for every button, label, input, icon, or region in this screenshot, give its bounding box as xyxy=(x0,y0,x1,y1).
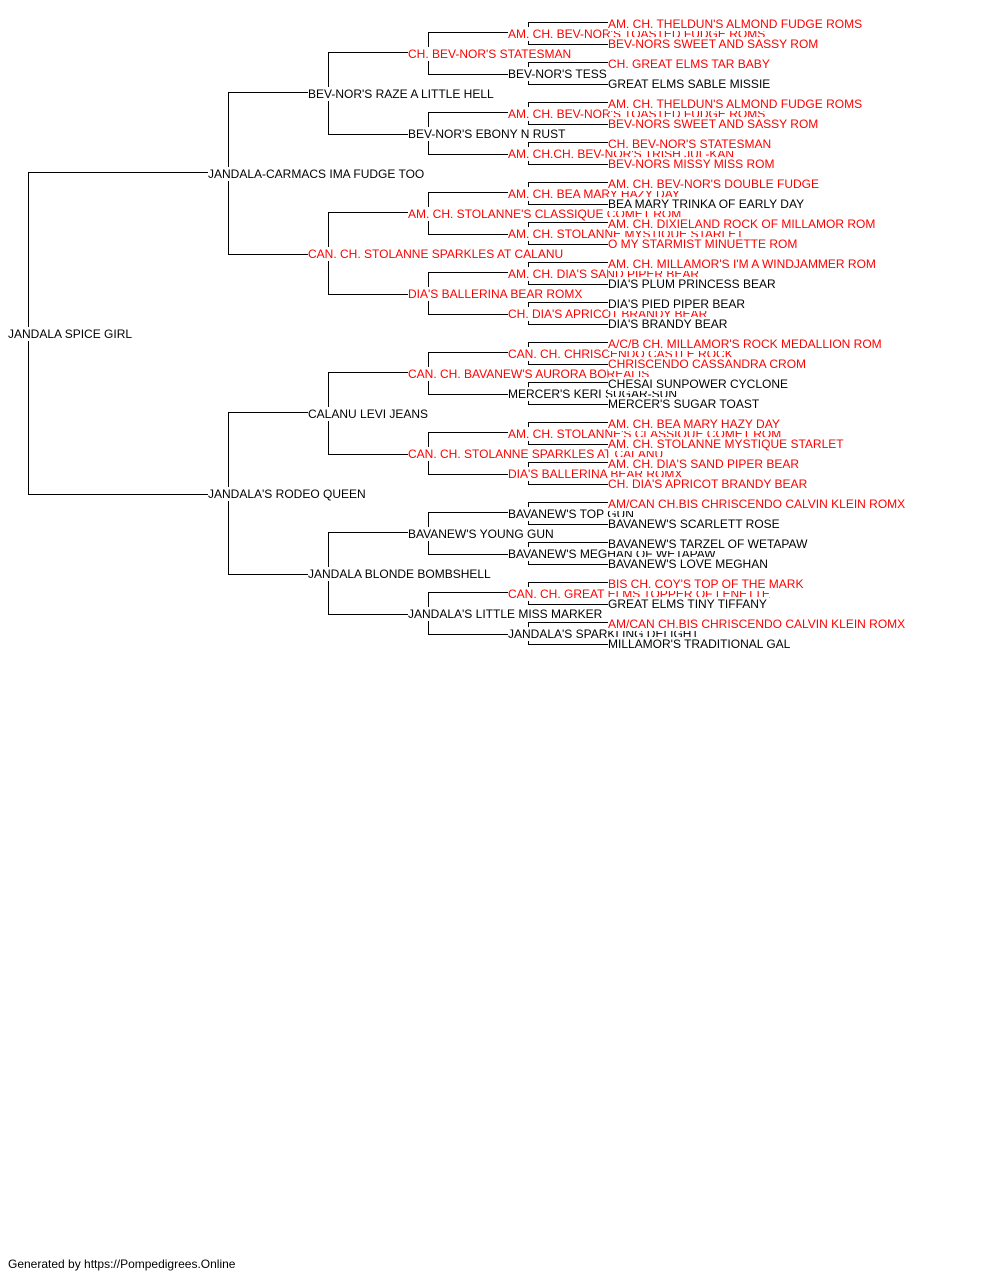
ancestor-name: BEA MARY TRINKA OF EARLY DAY xyxy=(608,197,807,211)
ancestor-name: GREAT ELMS TINY TIFFANY xyxy=(608,597,769,611)
ancestor-name: CALANU LEVI JEANS xyxy=(308,407,431,421)
ancestor-name: CAN. CH. STOLANNE SPARKLES AT CALANU xyxy=(408,447,666,461)
ancestor-name: MERCER'S SUGAR TOAST xyxy=(608,397,762,411)
ancestor-name: DIA'S BRANDY BEAR xyxy=(608,317,730,331)
ancestor-name: AM. CH. THELDUN'S ALMOND FUDGE ROMS xyxy=(608,97,865,111)
ancestor-name: BEV-NORS SWEET AND SASSY ROM xyxy=(608,117,821,131)
ancestor-name: JANDALA BLONDE BOMBSHELL xyxy=(308,567,493,581)
subject-dog-name: JANDALA SPICE GIRL xyxy=(8,327,135,341)
ancestor-name: BAVANEW'S SCARLETT ROSE xyxy=(608,517,782,531)
ancestor-name: BEV-NORS MISSY MISS ROM xyxy=(608,157,777,171)
ancestor-name: BEV-NOR'S EBONY N RUST xyxy=(408,127,568,141)
ancestor-name: BAVANEW'S TARZEL OF WETAPAW xyxy=(608,537,810,551)
footer-credit: Generated by https://Pompedigrees.Online xyxy=(8,1257,236,1271)
ancestor-name: AM/CAN CH.BIS CHRISCENDO CALVIN KLEIN RO… xyxy=(608,497,908,511)
ancestor-name: AM. CH. DIXIELAND ROCK OF MILLAMOR ROM xyxy=(608,217,878,231)
ancestor-name: DIA'S PIED PIPER BEAR xyxy=(608,297,747,311)
ancestor-name: CAN. CH. STOLANNE SPARKLES AT CALANU xyxy=(308,247,566,261)
ancestor-name: A/C/B CH. MILLAMOR'S ROCK MEDALLION ROM xyxy=(608,337,884,351)
ancestor-name: AM. CH. MILLAMOR'S I'M A WINDJAMMER ROM xyxy=(608,257,878,271)
ancestor-name: CH. BEV-NOR'S STATESMAN xyxy=(608,137,774,151)
ancestor-name: GREAT ELMS SABLE MISSIE xyxy=(608,77,773,91)
ancestor-name: CH. BEV-NOR'S STATESMAN xyxy=(408,47,574,61)
ancestor-name: CAN. CH. BAVANEW'S AURORA BOREALIS xyxy=(408,367,652,381)
ancestor-name: AM. CH. STOLANNE MYSTIQUE STARLET xyxy=(608,437,846,451)
ancestor-name: CH. GREAT ELMS TAR BABY xyxy=(608,57,772,71)
ancestor-name: BEV-NOR'S RAZE A LITTLE HELL xyxy=(308,87,496,101)
ancestor-name: AM. CH. DIA'S SAND PIPER BEAR xyxy=(608,457,801,471)
ancestor-name: BEV-NORS SWEET AND SASSY ROM xyxy=(608,37,821,51)
ancestor-name: DIA'S PLUM PRINCESS BEAR xyxy=(608,277,778,291)
ancestor-name: AM. CH. THELDUN'S ALMOND FUDGE ROMS xyxy=(608,17,865,31)
ancestor-name: BAVANEW'S TOP GUN xyxy=(508,507,636,521)
ancestor-name: AM. CH. BEA MARY HAZY DAY xyxy=(608,417,782,431)
ancestor-name: BAVANEW'S YOUNG GUN xyxy=(408,527,556,541)
ancestor-name: BIS CH. COY'S TOP OF THE MARK xyxy=(608,577,806,591)
ancestor-name: MILLAMOR'S TRADITIONAL GAL xyxy=(608,637,793,651)
ancestor-name: AM. CH. BEV-NOR'S DOUBLE FUDGE xyxy=(608,177,821,191)
ancestor-name: DIA'S BALLERINA BEAR ROMX xyxy=(408,287,585,301)
ancestor-name: CHRISCENDO CASSANDRA CROM xyxy=(608,357,809,371)
ancestor-name: BEV-NOR'S TESS xyxy=(508,67,609,81)
ancestor-name: JANDALA'S LITTLE MISS MARKER xyxy=(408,607,605,621)
ancestor-name: AM/CAN CH.BIS CHRISCENDO CALVIN KLEIN RO… xyxy=(608,617,908,631)
ancestor-name: JANDALA'S RODEO QUEEN xyxy=(208,487,368,501)
ancestor-name: JANDALA-CARMACS IMA FUDGE TOO xyxy=(208,167,427,181)
ancestor-name: O MY STARMIST MINUETTE ROM xyxy=(608,237,800,251)
ancestor-name: BAVANEW'S LOVE MEGHAN xyxy=(608,557,770,571)
ancestor-name: CH. DIA'S APRICOT BRANDY BEAR xyxy=(608,477,810,491)
ancestor-name: CHESAI SUNPOWER CYCLONE xyxy=(608,377,791,391)
